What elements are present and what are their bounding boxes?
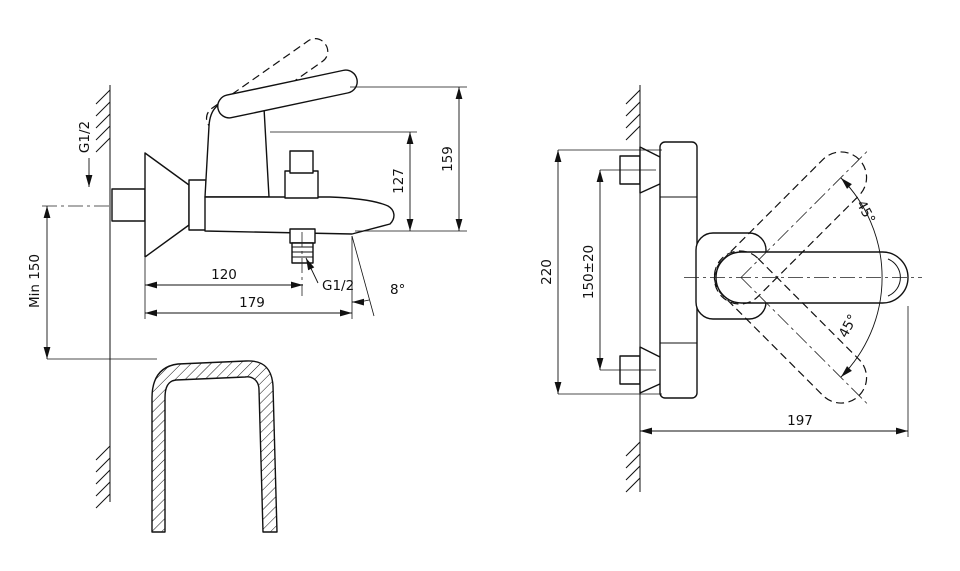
wall-union: [111, 188, 146, 222]
front-view: 220 150±20 197 45° 45°: [539, 85, 922, 493]
diverter-base: [284, 170, 319, 199]
body-height-label: 127: [391, 168, 407, 194]
outlet-thread-label: G1/2: [322, 278, 354, 294]
wall-hatching-bottom: [95, 445, 111, 509]
dim-spout-angle: 8°: [351, 235, 405, 317]
connection-centers-label: 150±20: [581, 245, 597, 299]
dim-connection-centers: 150±20: [581, 169, 656, 371]
swing-up-centerline: [740, 150, 869, 278]
dim-wall-to-spout: 179: [145, 236, 353, 319]
dim-overall-height-front: 220: [539, 149, 662, 395]
diverter-knob: [289, 150, 314, 174]
swing-up-angle-label: 45°: [853, 198, 878, 227]
wall-hatching-bottom: [625, 441, 641, 493]
connection-nut: [188, 179, 207, 231]
wall-hatching-top: [625, 89, 641, 141]
spout-body: [204, 196, 395, 235]
wall-hatching-top: [95, 89, 111, 153]
min-height-label: Min 150: [27, 254, 43, 308]
overall-width-label: 197: [787, 413, 813, 429]
handle-lever: [217, 69, 358, 119]
faucet-front-view: [619, 141, 922, 405]
swing-down-angle-label: 45°: [836, 312, 861, 341]
side-view: G1/2 Min 150 127 159 120 179: [27, 38, 467, 533]
faucet-side-view: [42, 38, 395, 296]
wall-to-spout-label: 179: [239, 295, 265, 311]
dim-body-height: 127: [270, 131, 417, 231]
dim-outlet-thread: G1/2: [305, 257, 354, 294]
swing-down-centerline: [740, 277, 869, 405]
shower-outlet: [289, 228, 316, 264]
side-wall-line: [95, 85, 111, 509]
bath-rim-section: [151, 360, 278, 533]
spout-angle-label: 8°: [390, 282, 405, 298]
swing-arc: [840, 177, 883, 378]
front-wall-line: [625, 85, 641, 493]
escutcheon-cone: [144, 152, 190, 258]
overall-height-side-label: 159: [440, 146, 456, 172]
wall-thread-label: G1/2: [77, 121, 93, 153]
wall-to-outlet-label: 120: [211, 267, 237, 283]
dim-wall-to-outlet: 120: [144, 258, 303, 319]
overall-height-front-label: 220: [539, 259, 555, 285]
dim-wall-thread: G1/2: [77, 121, 93, 187]
dim-overall-width: 197: [640, 306, 909, 437]
body-column: [659, 141, 698, 399]
dim-min-height: Min 150: [27, 206, 157, 360]
dim-overall-height-side: 159: [350, 86, 467, 232]
